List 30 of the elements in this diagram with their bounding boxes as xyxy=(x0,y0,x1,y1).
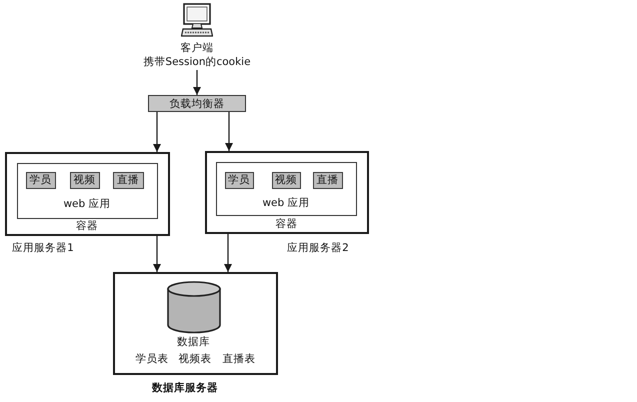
module-box: 视频 xyxy=(70,172,100,188)
arrow xyxy=(153,236,161,272)
table-label: 视频表 xyxy=(178,353,212,365)
module-box: 直播 xyxy=(312,172,342,188)
client-label: 客户端 xyxy=(180,42,214,54)
server-label: 应用服务器1 xyxy=(12,242,74,254)
app-label: web 应用 xyxy=(262,196,310,208)
server-label: 应用服务器2 xyxy=(287,242,349,254)
module-box: 学员 xyxy=(224,172,254,188)
container-label: 容器 xyxy=(76,220,98,232)
table-label: 学员表 xyxy=(136,353,168,365)
arrow xyxy=(225,112,233,151)
table-label: 直播表 xyxy=(222,353,256,365)
app-box xyxy=(216,162,356,216)
database-server-box xyxy=(113,272,278,375)
module-box: 学员 xyxy=(26,172,56,188)
database-label: 数据库 xyxy=(177,336,210,348)
load-balancer-box: 负载均衡器 xyxy=(148,95,246,112)
cookie-note: 携带Session的cookie xyxy=(143,56,251,68)
arrow xyxy=(153,112,161,152)
arrow xyxy=(224,234,232,272)
app-box xyxy=(16,162,158,218)
server-box xyxy=(5,152,170,236)
server-label: 数据库服务器 xyxy=(152,382,218,394)
arrow xyxy=(193,70,201,95)
container-label: 容器 xyxy=(276,218,298,230)
module-box: 直播 xyxy=(112,172,144,188)
module-box: 视频 xyxy=(272,172,300,188)
app-label: web 应用 xyxy=(63,198,111,210)
server-box xyxy=(205,151,369,234)
